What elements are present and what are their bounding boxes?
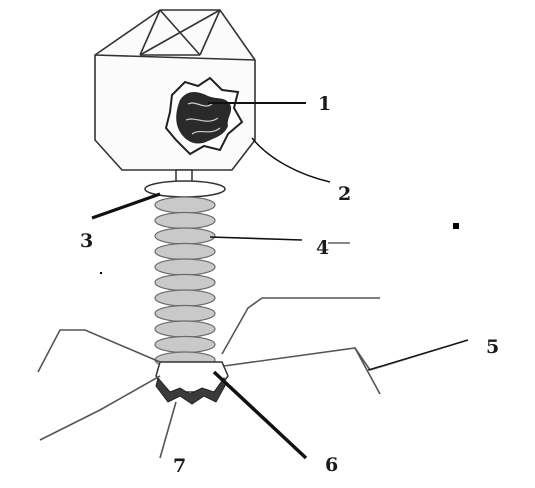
tail-sheath <box>155 197 215 389</box>
label-7: 7 <box>173 455 186 477</box>
neck-collar <box>145 170 225 197</box>
label-3: 3 <box>80 230 93 252</box>
sheath-ring <box>155 290 215 306</box>
label-4: 4 <box>316 237 329 259</box>
label-5: 5 <box>486 336 499 358</box>
sheath-ring <box>155 306 215 322</box>
label-6: 6 <box>325 454 338 476</box>
sheath-ring <box>155 228 215 244</box>
sheath-ring <box>155 197 215 213</box>
stray-marks <box>100 223 459 274</box>
sheath-ring <box>155 337 215 353</box>
tail-fibers <box>38 298 468 458</box>
sheath-ring <box>155 321 215 337</box>
label-1: 1 <box>318 93 331 115</box>
sheath-ring <box>155 259 215 275</box>
sheath-ring <box>155 244 215 260</box>
label-2: 2 <box>338 183 351 205</box>
sheath-ring <box>155 275 215 291</box>
sheath-ring <box>155 213 215 229</box>
capsid-head <box>95 10 255 170</box>
